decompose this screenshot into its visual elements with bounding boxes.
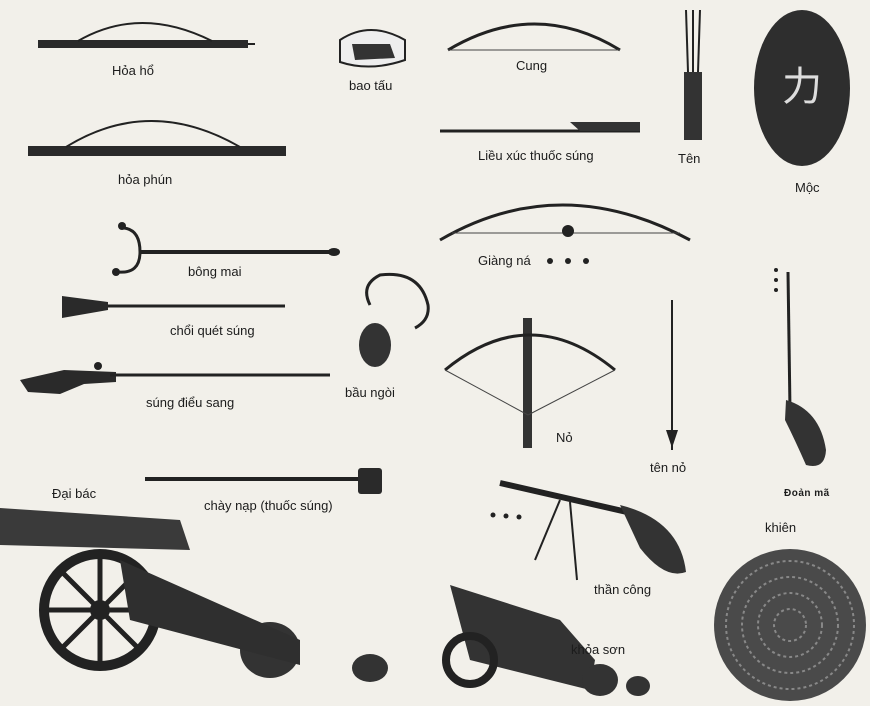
bao-tau-drawing: [339, 29, 406, 68]
doan-ma-drawing: [774, 268, 826, 466]
label-hoa-phun: hỏa phún: [118, 172, 173, 187]
label-giang-na: Giàng ná: [478, 253, 531, 268]
choi-quet-sung-drawing: [62, 296, 285, 318]
label-hoa-ho: Hỏa hổ: [112, 63, 154, 78]
label-ten: Tên: [678, 151, 701, 166]
bong-mai-drawing: [112, 222, 340, 276]
cung-drawing: [447, 22, 621, 52]
moc-shield-drawing: 力: [754, 10, 850, 166]
lieu-xuc-thuoc-sung-drawing: [440, 122, 640, 133]
hoa-phun-drawing: [28, 120, 286, 156]
label-cung: Cung: [516, 58, 548, 73]
hoa-ho-drawing: [38, 22, 255, 48]
label-khien: khiên: [765, 520, 797, 535]
label-sung-dieu-sang: súng điểu sang: [146, 395, 235, 410]
label-moc: Mộc: [795, 180, 820, 195]
bau-ngoi-drawing: [359, 272, 430, 367]
chay-nap-drawing: [145, 468, 382, 494]
no-drawing: [444, 318, 616, 448]
label-doan-ma: Đoản mã: [784, 488, 830, 499]
khien-shield-drawing: [714, 549, 866, 701]
label-chay-nap: chày nạp (thuốc súng): [204, 498, 333, 513]
sung-dieu-sang-drawing: [20, 362, 330, 394]
label-khoa-son: khỏa sơn: [571, 642, 626, 657]
svg-text:力: 力: [782, 64, 822, 110]
giang-na-drawing: [439, 203, 691, 264]
ten-no-drawing: [666, 300, 678, 450]
than-cong-drawing: [490, 480, 686, 581]
ten-drawing: [684, 9, 702, 140]
label-dai-bac: Đại bác: [52, 486, 97, 501]
label-lieu-xuc-thuoc-sung: Liều xúc thuốc súng: [478, 148, 594, 163]
label-bong-mai: bông mai: [188, 264, 242, 279]
label-choi-quet-sung: chổi quét súng: [170, 323, 255, 338]
dai-bac-drawing: [0, 508, 388, 682]
label-bau-ngoi: bầu ngòi: [345, 385, 395, 400]
khoa-son-drawing: [442, 585, 650, 696]
label-than-cong: thần công: [594, 582, 652, 597]
label-bao-tau: bao tấu: [349, 78, 393, 93]
label-ten-no: tên nỏ: [650, 460, 687, 475]
label-no: Nỏ: [556, 430, 573, 445]
